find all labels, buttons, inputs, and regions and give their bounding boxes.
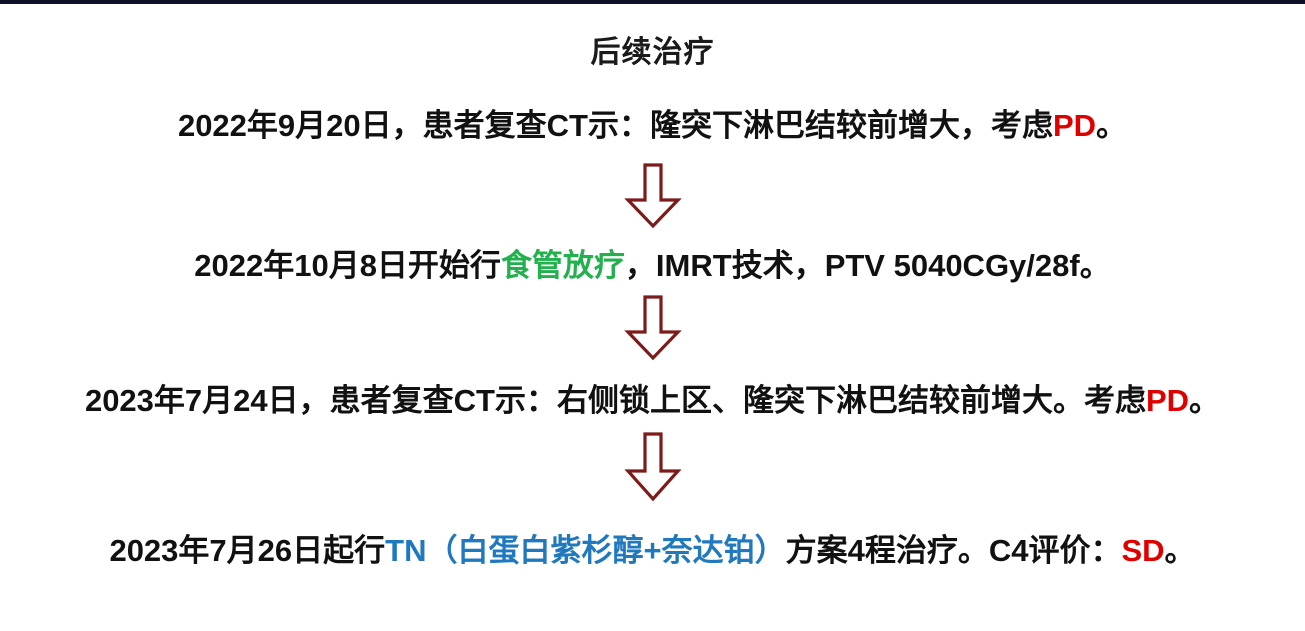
down-arrow-icon (623, 295, 682, 361)
flow-connector-1 (0, 163, 1305, 229)
top-edge-band (0, 0, 1305, 4)
flow-step-3: 2023年7月24日，患者复查CT示：右侧锁上区、隆突下淋巴结较前增大。考虑PD… (0, 375, 1305, 420)
flow-step-2: 2022年10月8日开始行食管放疗，IMRT技术，PTV 5040CGy/28f… (0, 240, 1305, 285)
down-arrow-icon (623, 432, 682, 502)
step-3-response-badge: PD (1145, 383, 1190, 418)
down-arrow-icon (623, 163, 682, 229)
step-4-response-badge: SD (1121, 533, 1165, 568)
step-2-text-end: ，IMRT技术，PTV 5040CGy/28f。 (624, 248, 1111, 283)
step-1-response-badge: PD (1052, 108, 1097, 143)
flow-connector-2 (0, 295, 1305, 361)
step-4-text-end: 。 (1164, 533, 1196, 568)
flow-connector-3 (0, 432, 1305, 502)
page-title: 后续治疗 (590, 36, 715, 69)
step-3-text-main: 2023年7月24日，患者复查CT示：右侧锁上区、隆突下淋巴结较前增大。考虑 (84, 383, 1146, 418)
flow-step-4: 2023年7月26日起行TN（白蛋白紫杉醇+奈达铂）方案4程治疗。C4评价：SD… (0, 525, 1305, 570)
flow-step-1: 2022年9月20日，患者复查CT示：隆突下淋巴结较前增大，考虑PD。 (0, 100, 1305, 145)
step-1-text-main: 2022年9月20日，患者复查CT示：隆突下淋巴结较前增大，考虑 (177, 108, 1053, 143)
step-2-text-main: 2022年10月8日开始行 (194, 248, 501, 283)
step-4-text-main: 2023年7月26日起行 (109, 533, 386, 568)
step-4-text-mid: 方案4程治疗。C4评价： (785, 533, 1122, 568)
step-2-treatment-highlight: 食管放疗 (500, 248, 625, 283)
step-4-regimen-highlight: TN（白蛋白紫杉醇+奈达铂） (385, 533, 786, 568)
step-3-text-end: 。 (1189, 383, 1221, 418)
step-1-text-end: 。 (1096, 108, 1128, 143)
